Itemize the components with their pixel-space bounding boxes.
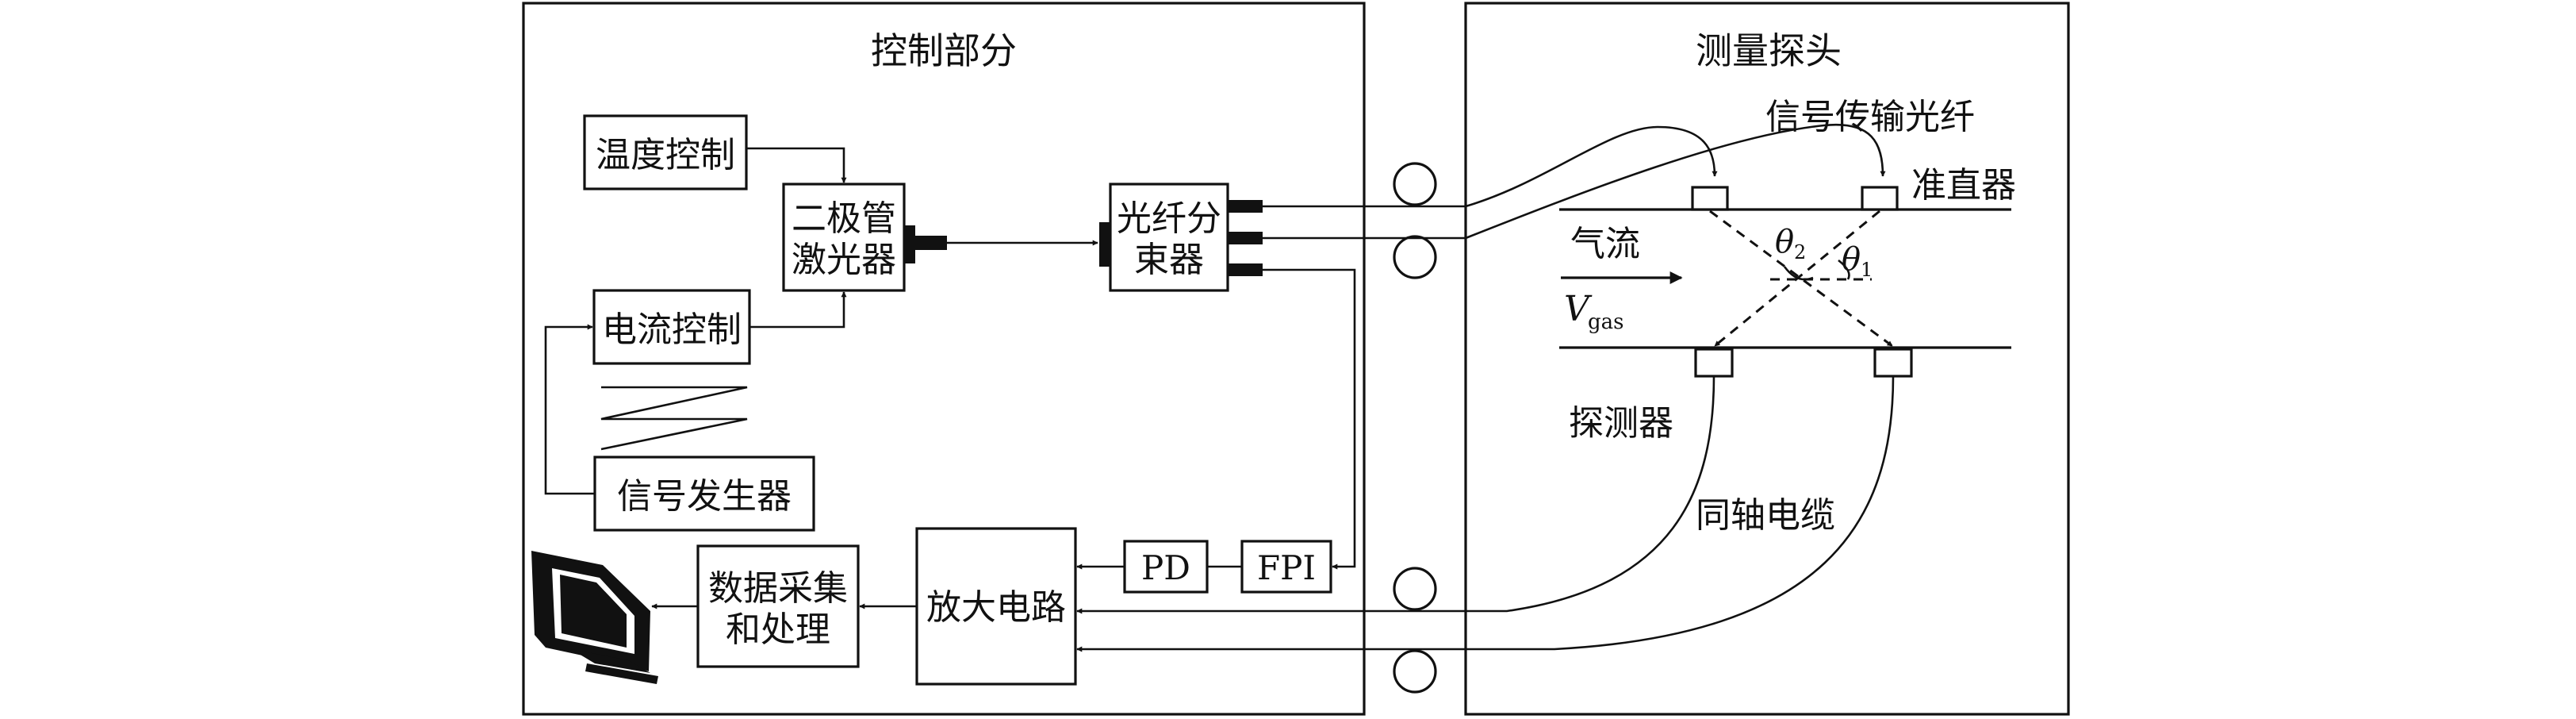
temp-to-laser-line <box>746 147 847 183</box>
diode-laser-box <box>782 183 906 292</box>
theta1-subscript: 1 <box>1861 259 1873 281</box>
siggen-to-current-line <box>544 324 595 495</box>
coax-coil-upper <box>1393 567 1437 611</box>
splitter-to-fpi-fiber <box>1263 268 1356 570</box>
coax-from-detector-left <box>1076 375 1715 614</box>
fiber-to-collimator-1 <box>1263 125 1718 208</box>
theta1-arc <box>1838 259 1850 280</box>
control-panel-title: 控制部分 <box>871 29 1017 72</box>
splitter-input-port <box>1099 222 1110 267</box>
theta2-symbol: θ <box>1775 224 1794 260</box>
detector-left <box>1694 348 1734 378</box>
laser-fiber-port <box>904 225 915 263</box>
velocity-subscript: gas <box>1588 310 1624 334</box>
daq-box <box>696 544 860 668</box>
pd-box <box>1123 540 1209 594</box>
probe-panel-title: 测量探头 <box>1696 29 1842 72</box>
detector-right <box>1873 348 1913 378</box>
collimator-right <box>1861 186 1899 211</box>
collimator-left <box>1691 186 1729 211</box>
signal-generator-label: 信号发生器 <box>617 476 792 517</box>
coax-from-detector-right <box>1076 375 1895 652</box>
daq-label-1: 数据采集 <box>708 568 848 609</box>
splitter-output-port-2 <box>1228 232 1263 244</box>
coax-coil-lower <box>1393 649 1437 694</box>
current-control-box <box>592 289 751 365</box>
theta2-arc <box>1783 266 1814 281</box>
computer-monitor-icon <box>531 551 658 684</box>
detector-label: 探测器 <box>1569 403 1673 444</box>
sawtooth-waveform-icon <box>600 386 748 451</box>
diode-laser-label-2: 激光器 <box>792 240 896 280</box>
fiber-coil-top <box>1393 162 1437 206</box>
fiber-splitter-label-1: 光纤分 <box>1117 198 1221 239</box>
amplifier-box <box>915 527 1077 686</box>
theta1-symbol: θ <box>1842 241 1861 278</box>
pd-label: PD <box>1141 548 1190 587</box>
splitter-output-port-1 <box>1228 200 1263 213</box>
signal-generator-box <box>593 456 815 532</box>
fpi-box <box>1240 540 1332 594</box>
splitter-output-port-3 <box>1228 263 1263 276</box>
fiber-splitter-label-2: 束器 <box>1134 240 1204 280</box>
fiber-label: 信号传输光纤 <box>1765 97 1975 137</box>
temp-control-box <box>583 114 748 190</box>
current-to-laser-line <box>749 291 847 329</box>
velocity-symbol: V <box>1564 289 1593 329</box>
amplifier-label: 放大电路 <box>926 587 1066 628</box>
probe-panel-frame <box>1464 2 2070 716</box>
airflow-label: 气流 <box>1570 224 1640 264</box>
collimator-label: 准直器 <box>1911 165 2016 206</box>
fiber-coil-middle <box>1393 235 1437 279</box>
diode-laser-label-1: 二极管 <box>792 198 896 239</box>
current-control-label: 电流控制 <box>602 310 742 350</box>
control-panel-frame <box>522 2 1366 716</box>
temp-control-label: 温度控制 <box>596 135 735 175</box>
beam-left-to-right <box>1709 210 1893 348</box>
laser-fiber-pigtail <box>915 236 947 250</box>
coax-label: 同轴电缆 <box>1696 495 1835 536</box>
fpi-label: FPI <box>1257 548 1316 587</box>
daq-label-2: 和处理 <box>726 609 830 650</box>
theta2-subscript: 2 <box>1794 241 1806 263</box>
fiber-to-collimator-2 <box>1263 123 1886 240</box>
